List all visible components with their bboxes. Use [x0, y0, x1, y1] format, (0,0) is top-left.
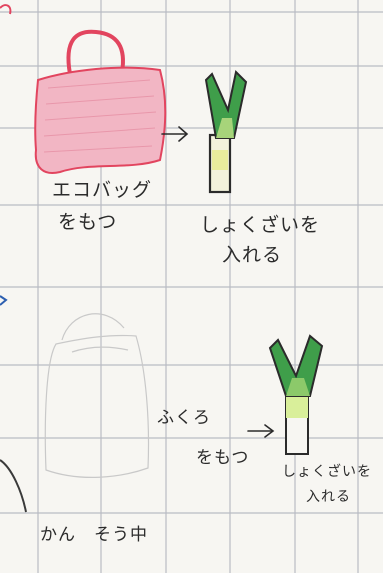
- caption-leek-bottom-line1: しょくざいを: [282, 464, 372, 480]
- margin-mark-icon: [0, 295, 8, 306]
- caption-leek-top-line2: 入れる: [222, 244, 283, 266]
- caption-bag-line1: ふくろ: [157, 408, 211, 428]
- caption-ecobag-line1: エコバッグ: [52, 179, 153, 201]
- margin-arc-icon: [0, 4, 12, 15]
- arrow-right-icon: [247, 424, 275, 438]
- bag-sketch-icon: [44, 313, 150, 478]
- arrow-right-icon: [161, 126, 189, 142]
- ecobag-handle-icon: [66, 29, 125, 76]
- circle-edge-icon: [0, 459, 27, 513]
- leek-icon: [268, 334, 324, 455]
- leek-icon: [204, 69, 248, 194]
- caption-leek-bottom-line2: 入れる: [306, 489, 351, 505]
- footer-note: かん そう中: [40, 525, 148, 545]
- caption-leek-top-line1: しょくざいを: [200, 214, 321, 236]
- caption-bag-line2: をもつ: [196, 448, 250, 468]
- caption-ecobag-line2: をもつ: [58, 211, 118, 233]
